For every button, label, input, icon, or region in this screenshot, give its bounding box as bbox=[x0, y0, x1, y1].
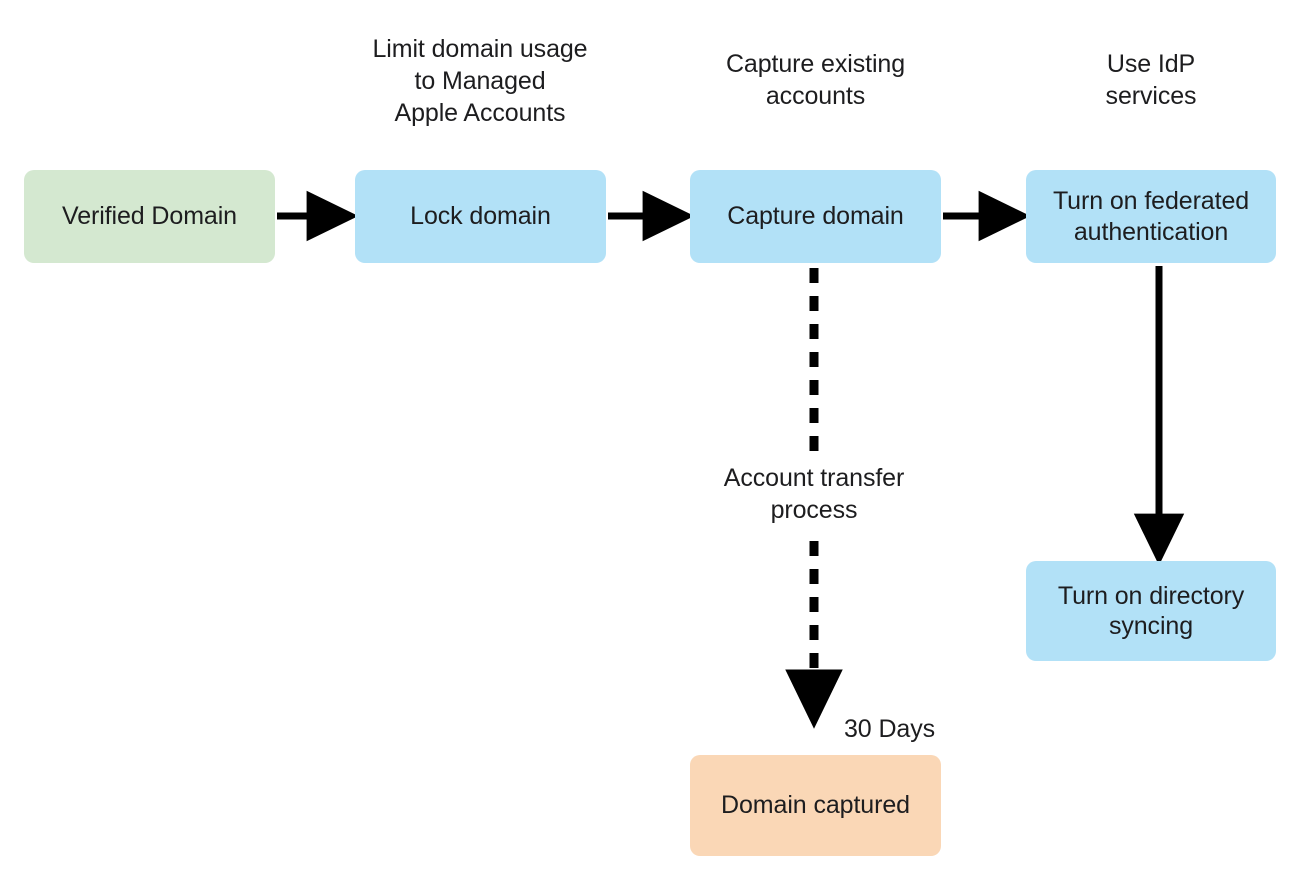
node-directory-syncing[interactable]: Turn on directory syncing bbox=[1026, 561, 1276, 661]
edge-label-account-transfer: Account transfer process bbox=[723, 464, 905, 524]
caption-federated-auth: Use IdP services bbox=[1105, 50, 1197, 110]
node-verified-domain[interactable]: Verified Domain bbox=[24, 170, 275, 263]
node-federated-auth[interactable]: Turn on federated authentication bbox=[1026, 170, 1276, 263]
node-domain-captured[interactable]: Domain captured bbox=[690, 755, 941, 856]
node-lock-domain[interactable]: Lock domain bbox=[355, 170, 606, 263]
edge-label-30-days: 30 Days bbox=[844, 715, 936, 743]
caption-lock-domain: Limit domain usage to Managed Apple Acco… bbox=[372, 35, 588, 127]
caption-capture-domain: Capture existing accounts bbox=[725, 50, 906, 110]
node-capture-domain[interactable]: Capture domain bbox=[690, 170, 941, 263]
